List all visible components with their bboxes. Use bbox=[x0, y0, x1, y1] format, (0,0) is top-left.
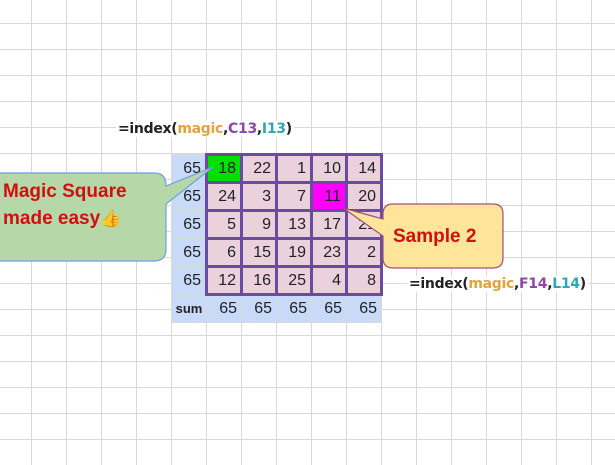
magic-cell[interactable]: 7 bbox=[275, 181, 313, 212]
magic-cell[interactable]: 21 bbox=[345, 209, 383, 240]
magic-square-table: 65 18 22 1 10 14 65 24 3 7 11 20 65 5 9 … bbox=[171, 153, 383, 323]
magic-cell[interactable]: 20 bbox=[345, 181, 383, 212]
column-sum-cell[interactable]: 65 bbox=[206, 294, 242, 323]
sum-label-cell[interactable]: sum bbox=[171, 294, 207, 323]
magic-cell[interactable]: 19 bbox=[275, 237, 313, 268]
magic-cell[interactable]: 12 bbox=[205, 265, 243, 296]
table-row: 65 18 22 1 10 14 bbox=[171, 153, 383, 184]
magic-cell[interactable]: 24 bbox=[205, 181, 243, 212]
magic-cell[interactable]: 6 bbox=[205, 237, 243, 268]
magic-cell[interactable]: 3 bbox=[240, 181, 278, 212]
formula-suffix: ) bbox=[579, 276, 586, 292]
formula-range-name: magic bbox=[177, 121, 223, 137]
column-sum-cell[interactable]: 65 bbox=[276, 294, 312, 323]
table-row: 65 12 16 25 4 8 bbox=[171, 265, 383, 296]
column-sum-cell[interactable]: 65 bbox=[311, 294, 347, 323]
magic-cell[interactable]: 14 bbox=[345, 153, 383, 184]
thumbs-up-icon: 👍 bbox=[100, 209, 122, 228]
formula-col-ref: L14 bbox=[552, 276, 580, 292]
row-sum-cell[interactable]: 65 bbox=[171, 210, 207, 239]
magic-cell[interactable]: 10 bbox=[310, 153, 348, 184]
sum-row: sum 65 65 65 65 65 bbox=[171, 294, 382, 323]
magic-cell[interactable]: 15 bbox=[240, 237, 278, 268]
table-row: 65 24 3 7 11 20 bbox=[171, 181, 383, 212]
callout-line1: Magic Square bbox=[3, 181, 127, 202]
callout-text-left: Magic Square made easy👍 bbox=[3, 178, 127, 232]
magic-cell[interactable]: 25 bbox=[275, 265, 313, 296]
formula-col-ref: I13 bbox=[261, 121, 286, 137]
formula-prefix: =index( bbox=[118, 121, 178, 137]
magic-cell[interactable]: 1 bbox=[275, 153, 313, 184]
formula-separator: , bbox=[514, 276, 520, 292]
table-row: 65 6 15 19 23 2 bbox=[171, 237, 383, 268]
magic-cell[interactable]: 23 bbox=[310, 237, 348, 268]
row-sum-cell[interactable]: 65 bbox=[171, 182, 207, 211]
formula-prefix: =index( bbox=[409, 276, 469, 292]
magic-cell[interactable]: 2 bbox=[345, 237, 383, 268]
formula-row-ref: C13 bbox=[228, 121, 257, 137]
formula-separator: , bbox=[547, 276, 553, 292]
magic-cell-highlight-magenta[interactable]: 11 bbox=[310, 181, 348, 212]
row-sum-cell[interactable]: 65 bbox=[171, 238, 207, 267]
magic-cell-highlight-green[interactable]: 18 bbox=[205, 153, 243, 184]
magic-cell[interactable]: 16 bbox=[240, 265, 278, 296]
formula-label-top: =index(magic,C13,I13) bbox=[116, 121, 294, 137]
formula-suffix: ) bbox=[285, 121, 292, 137]
callout-text-right: Sample 2 bbox=[393, 226, 477, 247]
formula-range-name: magic bbox=[468, 276, 514, 292]
magic-cell[interactable]: 5 bbox=[205, 209, 243, 240]
magic-cell[interactable]: 9 bbox=[240, 209, 278, 240]
table-row: 65 5 9 13 17 21 bbox=[171, 209, 383, 240]
magic-cell[interactable]: 22 bbox=[240, 153, 278, 184]
column-sum-cell[interactable]: 65 bbox=[241, 294, 277, 323]
callout-line2: made easy bbox=[3, 208, 101, 229]
formula-label-bottom: =index(magic,F14,L14) bbox=[407, 276, 588, 292]
magic-cell[interactable]: 17 bbox=[310, 209, 348, 240]
formula-separator: , bbox=[223, 121, 229, 137]
magic-cell[interactable]: 8 bbox=[345, 265, 383, 296]
formula-separator: , bbox=[256, 121, 262, 137]
magic-cell[interactable]: 4 bbox=[310, 265, 348, 296]
column-sum-cell[interactable]: 65 bbox=[346, 294, 382, 323]
formula-row-ref: F14 bbox=[519, 276, 548, 292]
row-sum-cell[interactable]: 65 bbox=[171, 154, 207, 183]
magic-cell[interactable]: 13 bbox=[275, 209, 313, 240]
row-sum-cell[interactable]: 65 bbox=[171, 266, 207, 295]
